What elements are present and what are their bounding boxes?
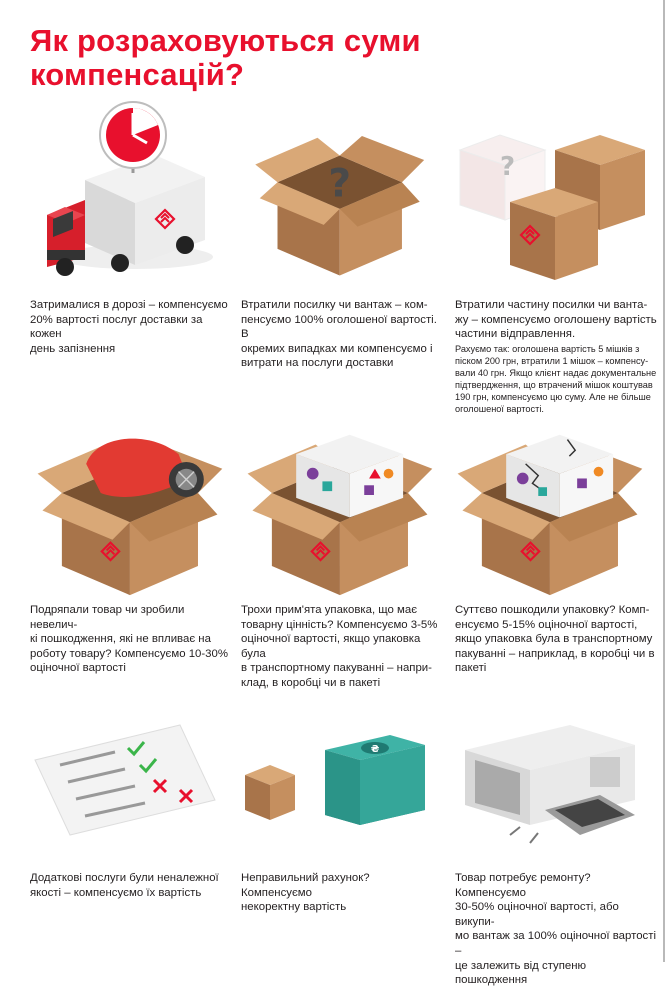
hryvnia-icon: ₴ bbox=[371, 744, 380, 755]
caption-wrong-invoice: Неправильний рахунок? Компенсуємо некоре… bbox=[241, 872, 370, 914]
title-line-2: компенсацій? bbox=[30, 57, 245, 92]
crumpled-package-box-illustration bbox=[247, 434, 433, 596]
check-icon bbox=[126, 741, 146, 757]
title-line-1: Як розраховуються суми bbox=[30, 23, 421, 58]
page-edge bbox=[663, 0, 665, 962]
cross-icon bbox=[152, 778, 168, 794]
caption-repair: Товар потребує ремонту? Компенсуємо 30-5… bbox=[455, 872, 656, 987]
damaged-package-box-illustration bbox=[457, 434, 643, 596]
page-title: Як розраховуються суми компенсацій? bbox=[30, 24, 630, 92]
caption-lost-parcel: Втратили посилку чи вантаж – ком- пенсує… bbox=[241, 299, 437, 370]
caption-scratched: Подряпали товар чи зробили невелич- кі п… bbox=[30, 604, 228, 675]
caption-crumpled: Трохи прим'ята упаковка, що має товарну … bbox=[241, 604, 438, 689]
scratched-dryer-box-illustration bbox=[37, 438, 223, 596]
broken-microwave-illustration bbox=[465, 725, 635, 844]
service-checklist-illustration bbox=[34, 724, 216, 836]
caption-delay: Затрималися в дорозі – компенсуємо 20% в… bbox=[30, 299, 228, 355]
caption-partial-loss: Втратили частину посилки чи ванта- жу – … bbox=[455, 299, 657, 341]
delayed-truck-illustration bbox=[47, 101, 213, 276]
question-mark-icon: ? bbox=[328, 161, 351, 206]
caption-additional-services: Додаткові послуги були неналежної якості… bbox=[30, 872, 219, 899]
check-icon bbox=[138, 758, 158, 774]
empty-box-question-illustration: ? bbox=[255, 136, 425, 276]
box-and-money-illustration: ₴ bbox=[245, 735, 425, 825]
cross-icon bbox=[178, 788, 194, 804]
partial-loss-boxes-illustration: ? bbox=[458, 134, 645, 280]
svg-text:?: ? bbox=[500, 152, 515, 182]
partial-loss-note: Рахуємо так: оголошена вартість 5 мішків… bbox=[455, 344, 657, 415]
caption-damaged: Суттєво пошкодили упаковку? Комп- енсуєм… bbox=[455, 604, 655, 675]
